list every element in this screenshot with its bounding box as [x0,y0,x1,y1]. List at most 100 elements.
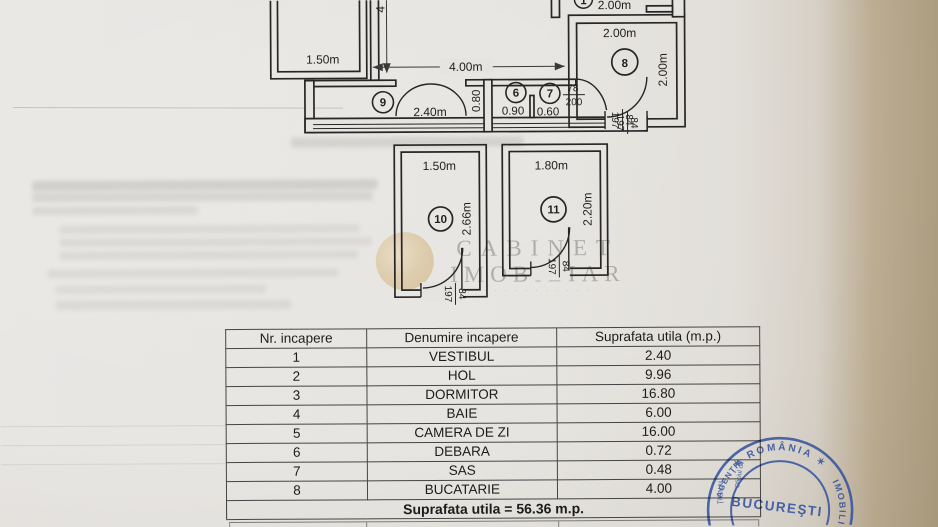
door-gap [530,260,570,281]
area-table: Nr. incapere Denumire incapere Suprafata… [225,326,762,521]
room-number-circle [371,90,395,114]
cell-area: 16.80 [556,383,761,404]
room-number-circle [539,82,561,105]
cell-name: BAIE [367,403,557,424]
window-sill-line [313,122,640,126]
dim-label: 1.50m [423,159,456,173]
room-number-circle [427,206,454,232]
door-size-denominator: 200 [566,97,583,108]
stamp-small-text: Oficiul de [734,460,746,488]
dim-label: 2.00m [603,26,636,40]
door-arc [395,83,431,117]
arrowhead-icon [554,62,565,71]
table-footer-row: Suprafata utila = 56.36 m.p. [226,497,761,520]
cell-nr: 6 [226,442,368,463]
door-size-fraction: 84 197 [614,111,639,134]
room-number: 10 [434,214,447,226]
ghost-rule [0,444,227,447]
door-size-numerator: 84 [456,288,467,300]
cell-nr: 8 [226,480,368,501]
dim-label: 0.60 [537,106,559,118]
cell-nr: 4 [226,404,368,425]
wall [482,78,493,133]
room-number-circle [505,81,527,104]
wall [645,4,674,13]
door-size-numerator: 84 [560,261,571,273]
cell-name: HOL [366,365,557,386]
door-size-numerator: 84 [628,117,639,129]
room-number-circle [573,0,594,9]
ghost-rule [0,425,227,428]
stamp-city: BUCUREŞTI [730,494,823,520]
total-area: Suprafata utila = 56.36 m.p. [226,497,761,520]
col-header-name: Denumire incapere [366,327,557,348]
stamp-inner-circle [730,460,831,526]
walls [269,0,686,303]
wall [671,0,686,18]
door-size-denominator: 197 [614,115,625,132]
cell-area: 6.00 [556,402,761,423]
room-number: 8 [622,58,629,70]
stamp-small-text: ŢIONAL [717,479,725,505]
room-number: 1 [580,0,587,7]
cell-nr: 1 [225,347,367,368]
wall [269,0,368,80]
wall [529,94,535,119]
cell-name: DEBARA [367,441,558,462]
room-number-circle [540,196,567,223]
cell-area: 9.96 [556,364,760,385]
wall [303,79,397,88]
cell-name: BUCATARIE [367,479,558,500]
wall [550,0,561,19]
dim-label: 4 [373,6,387,13]
col-header-nr: Nr. incapere [225,328,367,349]
cell-name: SAS [367,460,558,481]
dim-label: 2.40m [413,105,446,119]
wall [276,0,361,73]
dim-label: 1.50m [306,52,339,66]
stamp-outer-circle [706,436,854,526]
floor-plan: 1.50m 4 4.00m 2.00m 1 9 2.40m 0.80 6 0.9… [269,0,686,305]
room-number: 6 [513,88,519,100]
room-number: 9 [380,97,386,109]
room-number: 7 [547,88,553,100]
dim-label: 1.80m [535,158,568,172]
arrowhead-icon [372,63,383,72]
door-arc [607,76,648,118]
room-number: 11 [547,204,560,216]
col-header-area: Suprafata utila (m.p.) [556,326,760,347]
door-size-numerator: 78 [567,83,579,94]
door-arc [430,83,467,116]
dim-label: 2.00m [598,0,631,12]
wall [489,78,577,87]
cell-name: DORMITOR [366,384,557,405]
stamp-country: ✶ ROMÂNIA ✶ [731,440,829,471]
cell-name: VESTIBUL [366,346,557,367]
door-size-denominator: 197 [609,112,620,129]
cell-area: 2.40 [556,345,760,366]
ghost-rule [0,463,227,466]
dim-label-bg [439,57,493,73]
door-size-fraction: 84 197 [609,108,634,131]
arrowhead-icon [382,63,391,74]
cell-nr: 5 [226,423,368,444]
room-number-circle [610,48,639,76]
door-size-fraction: 84 197 [442,282,467,305]
door-gap [605,109,648,130]
next-row-partial [229,519,760,527]
dim-label: 4.00m [449,60,482,74]
door-size-numerator: 84 [623,114,634,126]
cell-name: CAMERA DE ZI [367,422,557,443]
dim-label: 0.90 [502,106,524,118]
door-size-denominator: 197 [546,258,557,275]
plan-labels: 1.50m 4 4.00m 2.00m 1 9 2.40m 0.80 6 0.9… [306,0,670,305]
dim-label: 0.80 [471,90,483,112]
dim-label: 2.20m [580,192,594,225]
door-size-fraction: 84 197 [546,255,571,278]
dim-label: 2.00m [656,53,670,86]
dim-label: 2.66m [459,202,473,235]
cell-nr: 3 [225,385,368,406]
cell-nr: 7 [226,461,368,482]
